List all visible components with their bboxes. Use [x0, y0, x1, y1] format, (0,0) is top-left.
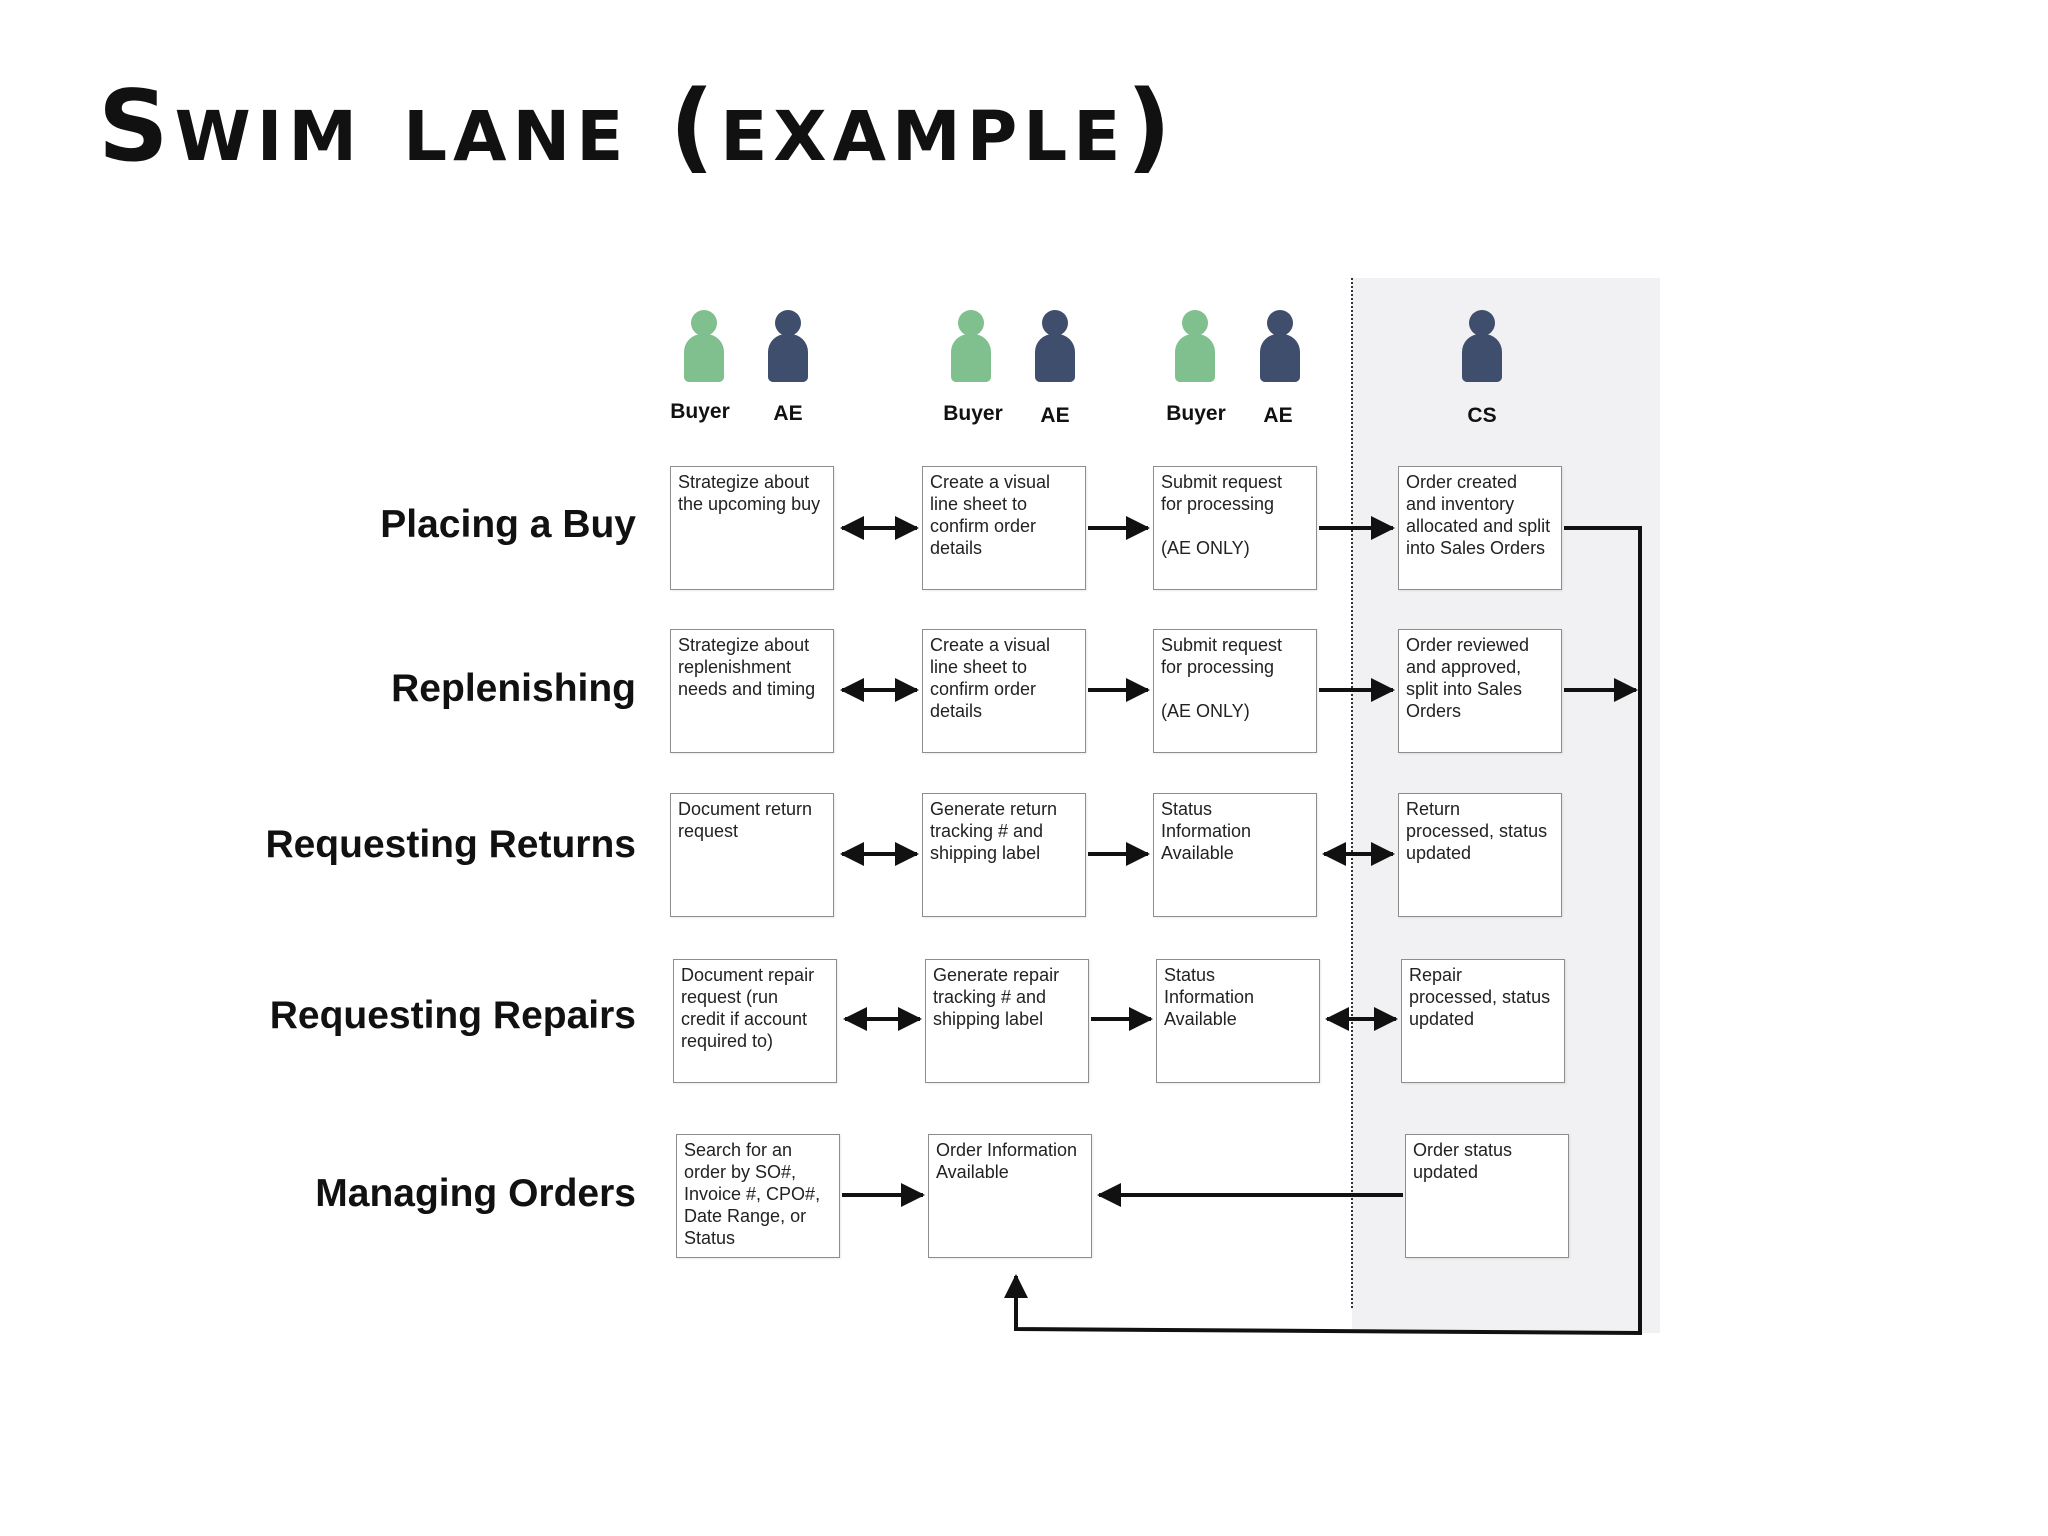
lane-label-managing-orders: Managing Orders [315, 1172, 636, 1215]
process-step-box: Submit request for processing (AE ONLY) [1153, 629, 1317, 753]
cs-lane-divider [1351, 278, 1353, 1308]
process-step-box: Strategize about the upcoming buy [670, 466, 834, 590]
role-label-cs: CS [1467, 404, 1497, 427]
lane-label-requesting-returns: Requesting Returns [265, 823, 636, 866]
process-step-box: Repair processed, status updated [1401, 959, 1565, 1083]
process-step-box: Strategize about replenishment needs and… [670, 629, 834, 753]
process-step-box: Order Information Available [928, 1134, 1092, 1258]
ae-person-icon [768, 310, 808, 382]
process-step-box: Generate repair tracking # and shipping … [925, 959, 1089, 1083]
process-step-box: Generate return tracking # and shipping … [922, 793, 1086, 917]
process-step-box: Document repair request (run credit if a… [673, 959, 837, 1083]
lane-label-replenishing: Replenishing [391, 667, 636, 710]
role-label-ae: AE [1040, 404, 1070, 427]
buyer-person-icon [684, 310, 724, 382]
role-label-ae: AE [773, 402, 803, 425]
process-step-box: Order reviewed and approved, split into … [1398, 629, 1562, 753]
process-step-box: Order created and inventory allocated an… [1398, 466, 1562, 590]
role-label-buyer: Buyer [670, 400, 730, 423]
process-step-box: Return processed, status updated [1398, 793, 1562, 917]
role-label-ae: AE [1263, 404, 1293, 427]
process-step-box: Status Information Available [1156, 959, 1320, 1083]
process-step-box: Create a visual line sheet to confirm or… [922, 629, 1086, 753]
loop-arrow [1004, 526, 1642, 1336]
cs-person-icon [1462, 310, 1502, 382]
lane-label-placing-a-buy: Placing a Buy [380, 503, 636, 546]
ae-person-icon [1260, 310, 1300, 382]
process-step-box: Create a visual line sheet to confirm or… [922, 466, 1086, 590]
process-step-box: Document return request [670, 793, 834, 917]
role-label-buyer: Buyer [1166, 402, 1226, 425]
buyer-person-icon [1175, 310, 1215, 382]
buyer-person-icon [951, 310, 991, 382]
process-step-box: Order status updated [1405, 1134, 1569, 1258]
process-step-box: Search for an order by SO#, Invoice #, C… [676, 1134, 840, 1258]
slide-title: Swim lane (example) [98, 70, 1178, 184]
lane-label-requesting-repairs: Requesting Repairs [269, 994, 636, 1037]
role-label-buyer: Buyer [943, 402, 1003, 425]
process-step-box: Submit request for processing (AE ONLY) [1153, 466, 1317, 590]
ae-person-icon [1035, 310, 1075, 382]
process-step-box: Status Information Available [1153, 793, 1317, 917]
